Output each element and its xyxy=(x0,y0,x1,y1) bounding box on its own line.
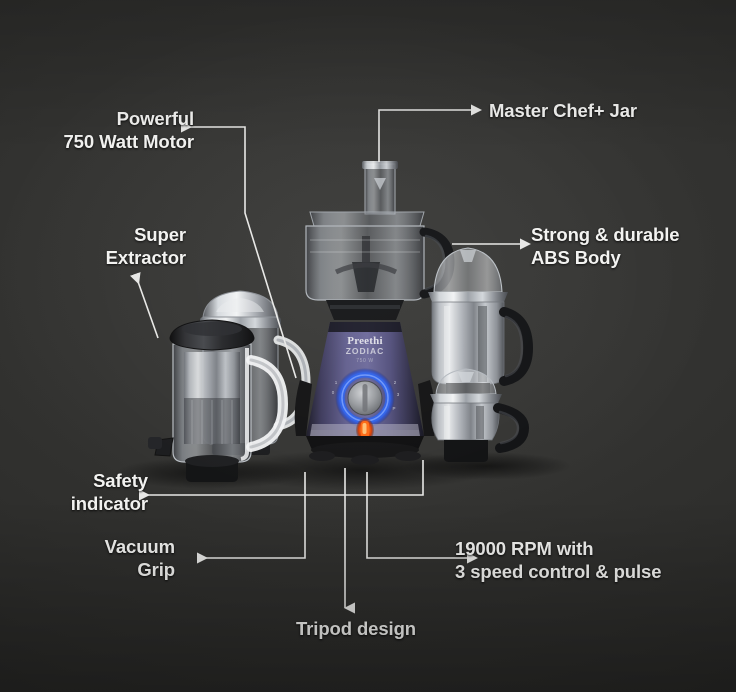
callout-powerful-motor: Powerful 750 Watt Motor xyxy=(63,108,194,152)
svg-text:750 W: 750 W xyxy=(356,358,373,364)
svg-text:Preethi: Preethi xyxy=(347,335,382,347)
leader-powerful-motor xyxy=(180,121,297,379)
floor-shadow-main xyxy=(228,450,492,490)
callout-tripod-design: Tripod design xyxy=(296,618,416,639)
callout-rpm-speed-control: 19000 RPM with 3 speed control & pulse xyxy=(455,538,662,582)
callout-strong-durable-abs-body: Strong & durable ABS Body xyxy=(531,224,680,268)
callout-safety-indicator: Safety indicator xyxy=(70,470,148,514)
svg-text:P: P xyxy=(392,406,395,411)
leader-vacuum-grip xyxy=(196,472,306,564)
leader-rpm-speed xyxy=(366,472,479,564)
callout-master-chef-jar: Master Chef+ Jar xyxy=(489,100,638,121)
tripod-foot-center xyxy=(351,455,379,465)
callout-vacuum-grip: Vacuum Grip xyxy=(104,536,175,580)
jar-right-tall xyxy=(428,247,534,400)
svg-text:2: 2 xyxy=(394,380,397,385)
leader-safety-indicator xyxy=(138,460,424,501)
leader-master-chef-jar xyxy=(378,104,483,162)
tripod-foot-right xyxy=(395,451,421,461)
tripod-foot-left xyxy=(309,451,335,461)
motor-base-body: Preethi ZODIAC 750 W 0 1 2 3 P xyxy=(294,322,436,465)
svg-text:3: 3 xyxy=(397,392,400,397)
callout-super-extractor: Super Extractor xyxy=(105,224,186,268)
jar-super-extractor xyxy=(148,319,289,482)
jar-master-chef-plus xyxy=(305,161,455,320)
jar-right-small xyxy=(430,368,530,462)
svg-text:ZODIAC: ZODIAC xyxy=(346,346,385,356)
leader-super-extractor xyxy=(129,272,159,339)
svg-text:0: 0 xyxy=(332,390,335,395)
safety-indicator-lamp xyxy=(356,418,374,442)
speed-knob-glow xyxy=(335,368,395,428)
floor-shadow-right xyxy=(403,452,571,480)
speed-knob-ring xyxy=(339,372,391,424)
svg-text:1: 1 xyxy=(335,380,338,385)
jar-rear-left xyxy=(200,290,311,455)
speed-knob xyxy=(347,380,383,416)
